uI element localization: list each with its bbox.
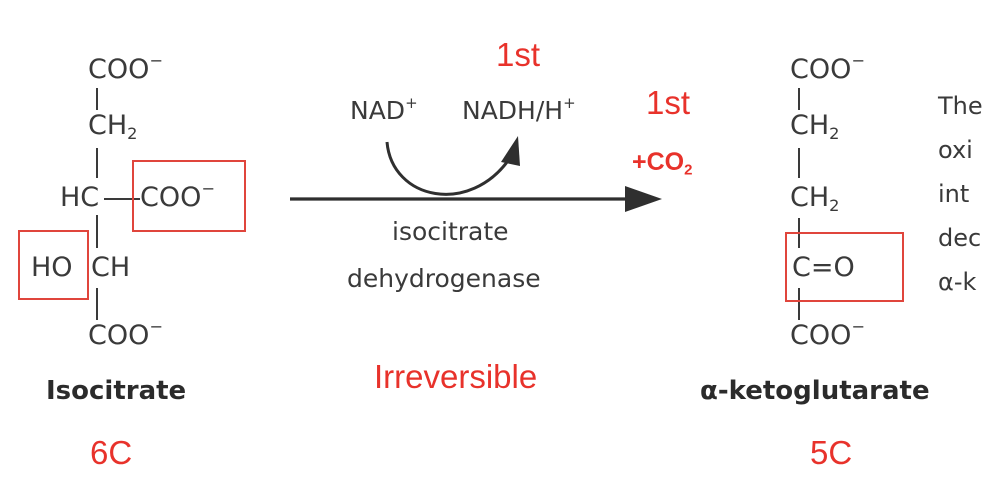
isocitrate-name: Isocitrate <box>46 376 187 406</box>
side-text-line: int <box>938 180 970 208</box>
isocitrate-carbon-count: 6C <box>90 434 133 471</box>
isocitrate-coo-side: COO− <box>140 178 215 213</box>
side-text-line: The <box>938 92 983 120</box>
keto-ch2-a: CH2 <box>790 110 840 143</box>
highlight-box-hydroxyl <box>18 230 89 300</box>
side-text-line: oxi <box>938 136 973 164</box>
irreversible-label: Irreversible <box>374 358 538 395</box>
keto-ch2-b: CH2 <box>790 182 840 215</box>
side-text-line: dec <box>938 224 982 252</box>
isocitrate-ho: HO <box>31 252 73 283</box>
cofactor-curved-arrow <box>385 141 512 196</box>
bond-line <box>798 288 801 320</box>
cofactor-arrowhead <box>501 136 520 166</box>
keto-carbonyl: C=O <box>792 252 855 283</box>
reaction-arrowhead <box>625 186 662 212</box>
bond-line <box>96 215 99 248</box>
keto-coo-bottom: COO− <box>790 316 865 351</box>
bond-line <box>96 288 99 320</box>
enzyme-name-line2: dehydrogenase <box>347 264 541 293</box>
isocitrate-coo-bottom: COO− <box>88 316 163 351</box>
nadh-label: NADH/H+ <box>462 93 576 125</box>
isocitrate-hc: HC <box>60 182 100 213</box>
bond-line <box>104 198 140 201</box>
bond-line <box>798 148 801 178</box>
annotation-first-top: 1st <box>496 36 541 73</box>
isocitrate-coo-top: COO− <box>88 50 163 85</box>
side-text-line: α-k <box>938 268 977 296</box>
ketoglutarate-carbon-count: 5C <box>810 434 853 471</box>
annotation-first-right: 1st <box>646 84 691 121</box>
bond-line <box>96 88 99 110</box>
isocitrate-ch2: CH2 <box>88 110 138 143</box>
isocitrate-ch: CH <box>91 252 131 283</box>
highlight-box-carbonyl <box>785 232 904 302</box>
nad-label: NAD+ <box>350 93 418 125</box>
ketoglutarate-name: α-ketoglutarate <box>700 376 930 406</box>
bond-line <box>798 88 801 110</box>
co2-label: +CO2 <box>632 148 693 179</box>
bond-line <box>96 148 99 178</box>
enzyme-name-line1: isocitrate <box>392 217 509 246</box>
highlight-box-carboxyl <box>132 160 246 232</box>
keto-coo-top: COO− <box>790 50 865 85</box>
